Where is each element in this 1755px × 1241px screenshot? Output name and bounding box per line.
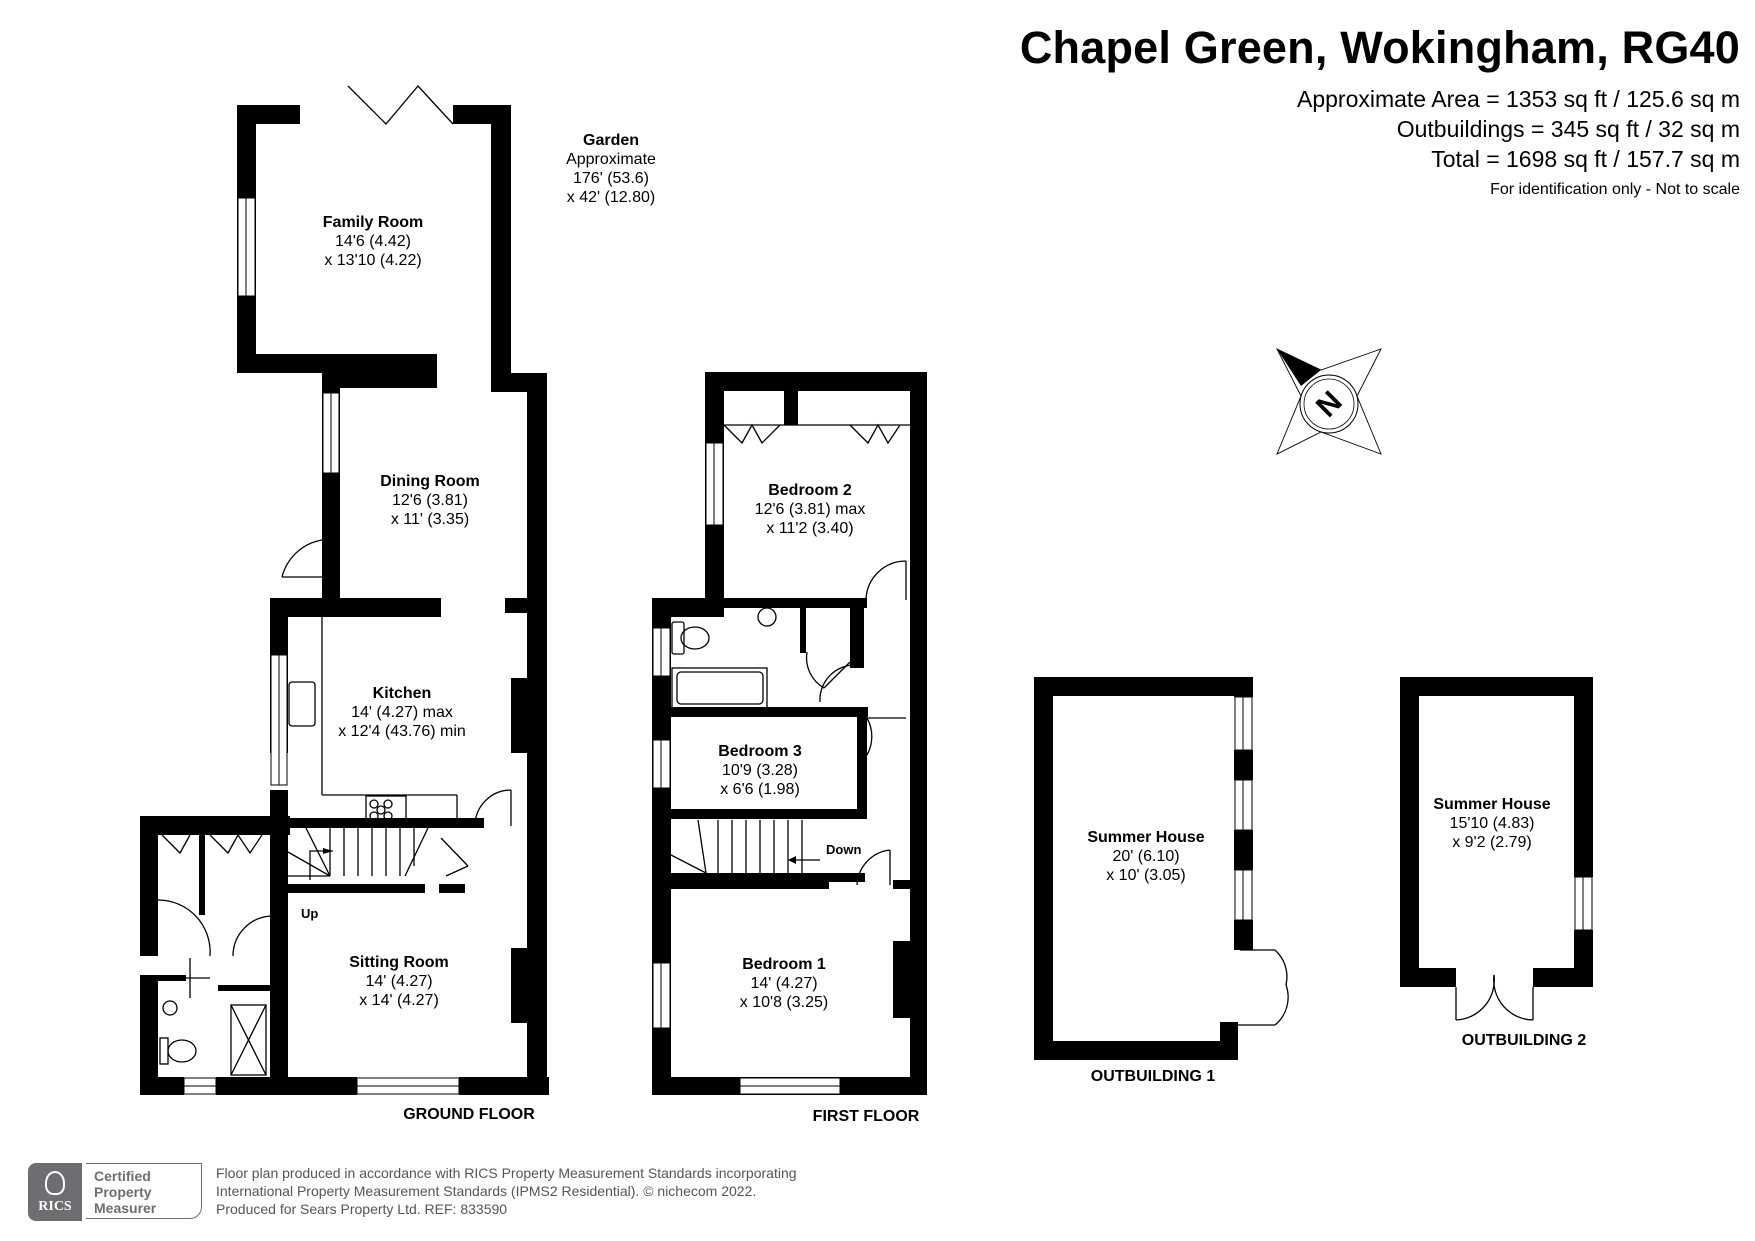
stairs-down-label: Down: [826, 842, 862, 857]
rics-lion-icon: [45, 1171, 65, 1195]
ground-floor-label: GROUND FLOOR: [403, 1106, 535, 1123]
garden-width: x 42' (12.80): [566, 189, 656, 206]
room-name: Summer House: [1087, 829, 1205, 846]
room-dim: x 13'10 (4.22): [324, 252, 422, 269]
room-name: Summer House: [1433, 796, 1551, 813]
ground-floor-fixtures: [157, 85, 512, 1076]
compass-north-icon: N: [1275, 348, 1382, 455]
down-arrow-icon: [788, 856, 796, 864]
disclaimer: For identification only - Not to scale: [1490, 181, 1740, 198]
room-dim: x 9'2 (2.79): [1452, 834, 1532, 851]
outbuilding-2-walls: [1400, 677, 1593, 987]
rics-org: RICS: [38, 1199, 72, 1214]
room-kitchen: Kitchen 14' (4.27) max x 12'4 (43.76) mi…: [338, 684, 466, 741]
first-floor-walls: [652, 372, 927, 1095]
room-dim: x 11'2 (3.40): [766, 520, 854, 537]
room-dim: 15'10 (4.83): [1449, 815, 1535, 832]
room-name: Dining Room: [380, 473, 480, 490]
room-family-room: Family Room 14'6 (4.42) x 13'10 (4.22): [323, 213, 423, 270]
room-dim: x 12'4 (43.76) min: [338, 723, 466, 740]
rics-badge: RICS Certified Property Measurer: [28, 1163, 204, 1221]
room-dim: x 11' (3.35): [390, 511, 470, 528]
garden-approx: Approximate: [566, 151, 656, 168]
badge-line: Measurer: [94, 1200, 157, 1216]
first-floor-fixtures: [670, 391, 910, 886]
room-dim: 12'6 (3.81): [391, 492, 468, 509]
first-floor-label: FIRST FLOOR: [812, 1108, 920, 1125]
room-bedroom-1: Bedroom 1 14' (4.27) x 10'8 (3.25): [740, 955, 828, 1012]
outbuildings-area: Outbuildings = 345 sq ft / 32 sq m: [1396, 116, 1740, 142]
room-dim: x 6'6 (1.98): [720, 781, 800, 798]
footer-line: Produced for Sears Property Ltd. REF: 83…: [216, 1201, 508, 1217]
room-name: Bedroom 3: [718, 743, 802, 760]
outbuilding-2-label: OUTBUILDING 2: [1461, 1032, 1587, 1049]
rics-logo: RICS: [28, 1163, 82, 1221]
room-summer-house-2: Summer House 15'10 (4.83) x 9'2 (2.79): [1433, 795, 1550, 852]
room-bedroom-3: Bedroom 3 10'9 (3.28) x 6'6 (1.98): [718, 742, 802, 799]
total-area: Total = 1698 sq ft / 157.7 sq m: [1431, 146, 1740, 172]
area-summary: Approximate Area = 1353 sq ft / 125.6 sq…: [1297, 84, 1740, 174]
badge-line: Property: [94, 1184, 152, 1200]
room-dim: 14' (4.27): [750, 975, 818, 992]
room-dim: x 10' (3.05): [1106, 867, 1186, 884]
room-name: Sitting Room: [349, 954, 449, 971]
footer-line: Floor plan produced in accordance with R…: [216, 1165, 797, 1181]
stairs-up-label: Up: [301, 906, 319, 921]
garden-label: Garden Approximate 176' (53.6) x 42' (12…: [566, 131, 656, 207]
ground-floor-windows: [183, 197, 460, 1095]
approximate-area: Approximate Area = 1353 sq ft / 125.6 sq…: [1296, 86, 1740, 112]
footer-notice: Floor plan produced in accordance with R…: [216, 1164, 797, 1218]
outbuilding-1-walls: [1034, 677, 1253, 1060]
first-floor-windows: [652, 442, 841, 1095]
outbuilding-1-label: OUTBUILDING 1: [1090, 1068, 1216, 1085]
page-title: Chapel Green, Wokingham, RG40: [1019, 22, 1740, 73]
room-name: Family Room: [322, 214, 424, 231]
footer-line: International Property Measurement Stand…: [216, 1183, 757, 1199]
room-dim: x 14' (4.27): [359, 992, 439, 1009]
outbuilding-1-windows: [1234, 696, 1253, 921]
room-name: Bedroom 2: [768, 482, 852, 499]
room-name: Kitchen: [372, 685, 432, 702]
room-dim: 14'6 (4.42): [335, 233, 411, 250]
room-dim: x 10'8 (3.25): [739, 994, 829, 1011]
room-bedroom-2: Bedroom 2 12'6 (3.81) max x 11'2 (3.40): [755, 481, 866, 538]
room-dim: 14' (4.27): [365, 973, 433, 990]
room-dim: 12'6 (3.81) max: [754, 501, 866, 518]
badge-line: Certified: [94, 1168, 151, 1184]
room-dim: 10'9 (3.28): [721, 762, 798, 779]
room-dining-room: Dining Room 12'6 (3.81) x 11' (3.35): [380, 472, 480, 529]
room-summer-house-1: Summer House 20' (6.10) x 10' (3.05): [1087, 828, 1204, 885]
up-arrow-icon: [323, 848, 333, 854]
room-name: Bedroom 1: [742, 956, 826, 973]
garden-name: Garden: [582, 132, 640, 149]
room-dim: 20' (6.10): [1112, 848, 1180, 865]
room-sitting-room: Sitting Room 14' (4.27) x 14' (4.27): [349, 953, 449, 1010]
room-dim: 14' (4.27) max: [351, 704, 453, 721]
certified-measurer-box: Certified Property Measurer: [86, 1163, 202, 1219]
garden-length: 176' (53.6): [572, 170, 649, 187]
